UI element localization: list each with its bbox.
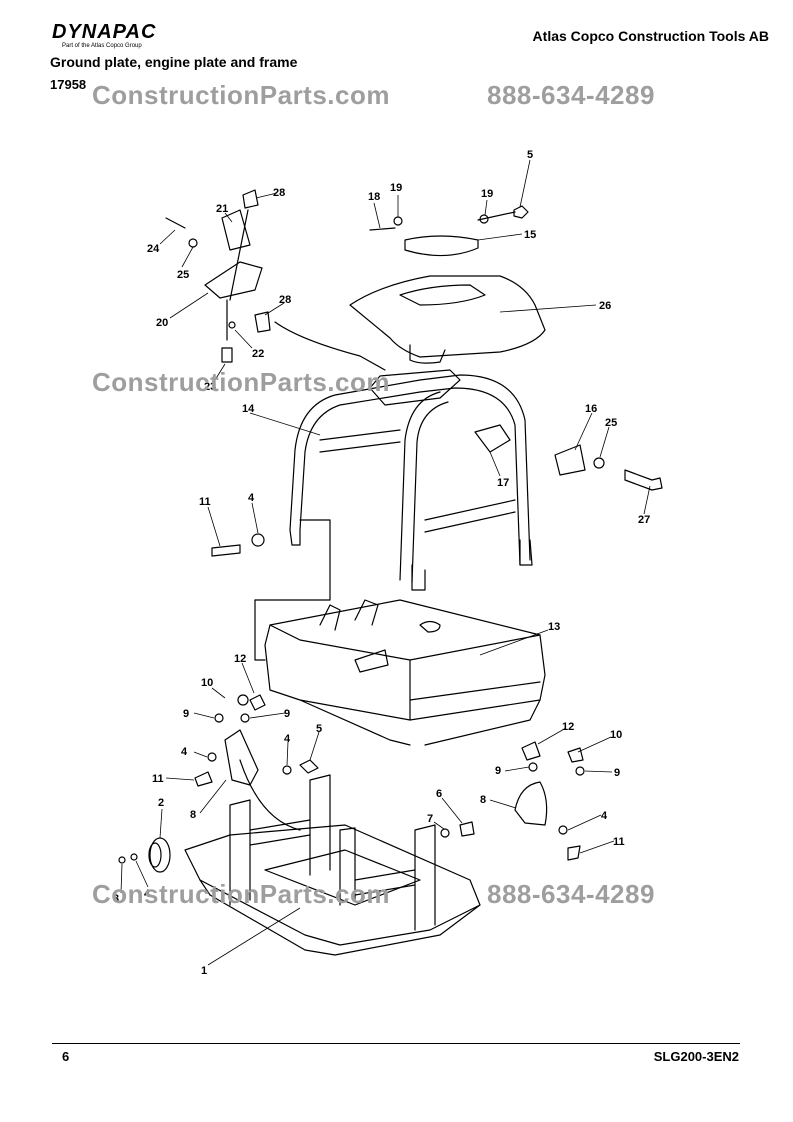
callout-12-left: 12 [234, 653, 246, 665]
callout-4-upper: 4 [248, 492, 255, 504]
callout-23: 23 [204, 381, 216, 393]
callout-14: 14 [242, 403, 255, 415]
callout-9-left-a: 9 [183, 708, 189, 720]
callout-17: 17 [497, 477, 509, 489]
footer-rule [52, 1043, 740, 1044]
callout-18: 18 [368, 191, 380, 203]
callout-19-right: 19 [481, 188, 493, 200]
callout-9-left-b: 9 [284, 708, 290, 720]
callout-10-right: 10 [610, 729, 622, 741]
callout-3: 3 [113, 893, 119, 905]
callout-13: 13 [548, 621, 560, 633]
callout-9-right-a: 9 [495, 765, 501, 777]
drawing-number: 17958 [50, 77, 87, 92]
callout-4-left: 4 [181, 746, 188, 758]
callout-21: 21 [216, 203, 228, 215]
ground-plate-1 [184, 774, 481, 956]
engine-cover-26 [349, 275, 546, 364]
page-title: Ground plate, engine plate and frame [50, 54, 298, 70]
callout-22: 22 [252, 348, 264, 360]
watermark-phone-bottom: 888-634-4289 [487, 879, 655, 909]
callout-5-top: 5 [527, 149, 533, 161]
watermark-phone-top: 888-634-4289 [487, 80, 655, 110]
callout-15: 15 [524, 229, 536, 241]
handle-frame-14 [289, 369, 533, 591]
callout-24: 24 [147, 243, 160, 255]
callout-11-left: 11 [152, 773, 164, 785]
watermark-site-top: ConstructionParts.com [92, 80, 390, 110]
callout-10-left: 10 [201, 677, 213, 689]
engine-plate-13 [264, 599, 546, 746]
callout-11-upper: 11 [199, 496, 211, 508]
callout-9-right-b: 9 [614, 767, 620, 779]
callout-26: 26 [599, 300, 611, 312]
callout-11-right: 11 [613, 836, 625, 848]
callout-25-right: 25 [605, 417, 617, 429]
company-name: Atlas Copco Construction Tools AB [532, 28, 769, 44]
watermark-site-bottom: ConstructionParts.com [92, 879, 390, 909]
callout-8-left: 8 [190, 809, 196, 821]
callout-7: 7 [427, 813, 433, 825]
callout-4-bottom: 4 [144, 888, 151, 900]
watermark-site-middle: ConstructionParts.com [92, 367, 390, 397]
callout-25-left: 25 [177, 269, 189, 281]
callout-1: 1 [201, 965, 207, 977]
callout-19-left: 19 [390, 182, 402, 194]
page-number: 6 [62, 1049, 70, 1064]
callout-16: 16 [585, 403, 597, 415]
callout-12-right: 12 [562, 721, 574, 733]
callout-6: 6 [436, 788, 442, 800]
callout-4-right: 4 [601, 810, 608, 822]
brand-name: DYNAPAC [52, 21, 157, 43]
callout-27: 27 [638, 514, 650, 526]
brand-tagline: Part of the Atlas Copco Group [62, 43, 142, 49]
callout-20: 20 [156, 317, 168, 329]
dynapac-logo: DYNAPAC Part of the Atlas Copco Group [52, 22, 156, 50]
callout-28-mid: 28 [279, 294, 291, 306]
callout-4-mid: 4 [284, 733, 291, 745]
callout-2: 2 [158, 797, 164, 809]
callout-28-top: 28 [273, 187, 285, 199]
callout-8-right: 8 [480, 794, 486, 806]
document-code: SLG200-3EN2 [653, 1049, 739, 1064]
callout-5-mid: 5 [316, 723, 322, 735]
